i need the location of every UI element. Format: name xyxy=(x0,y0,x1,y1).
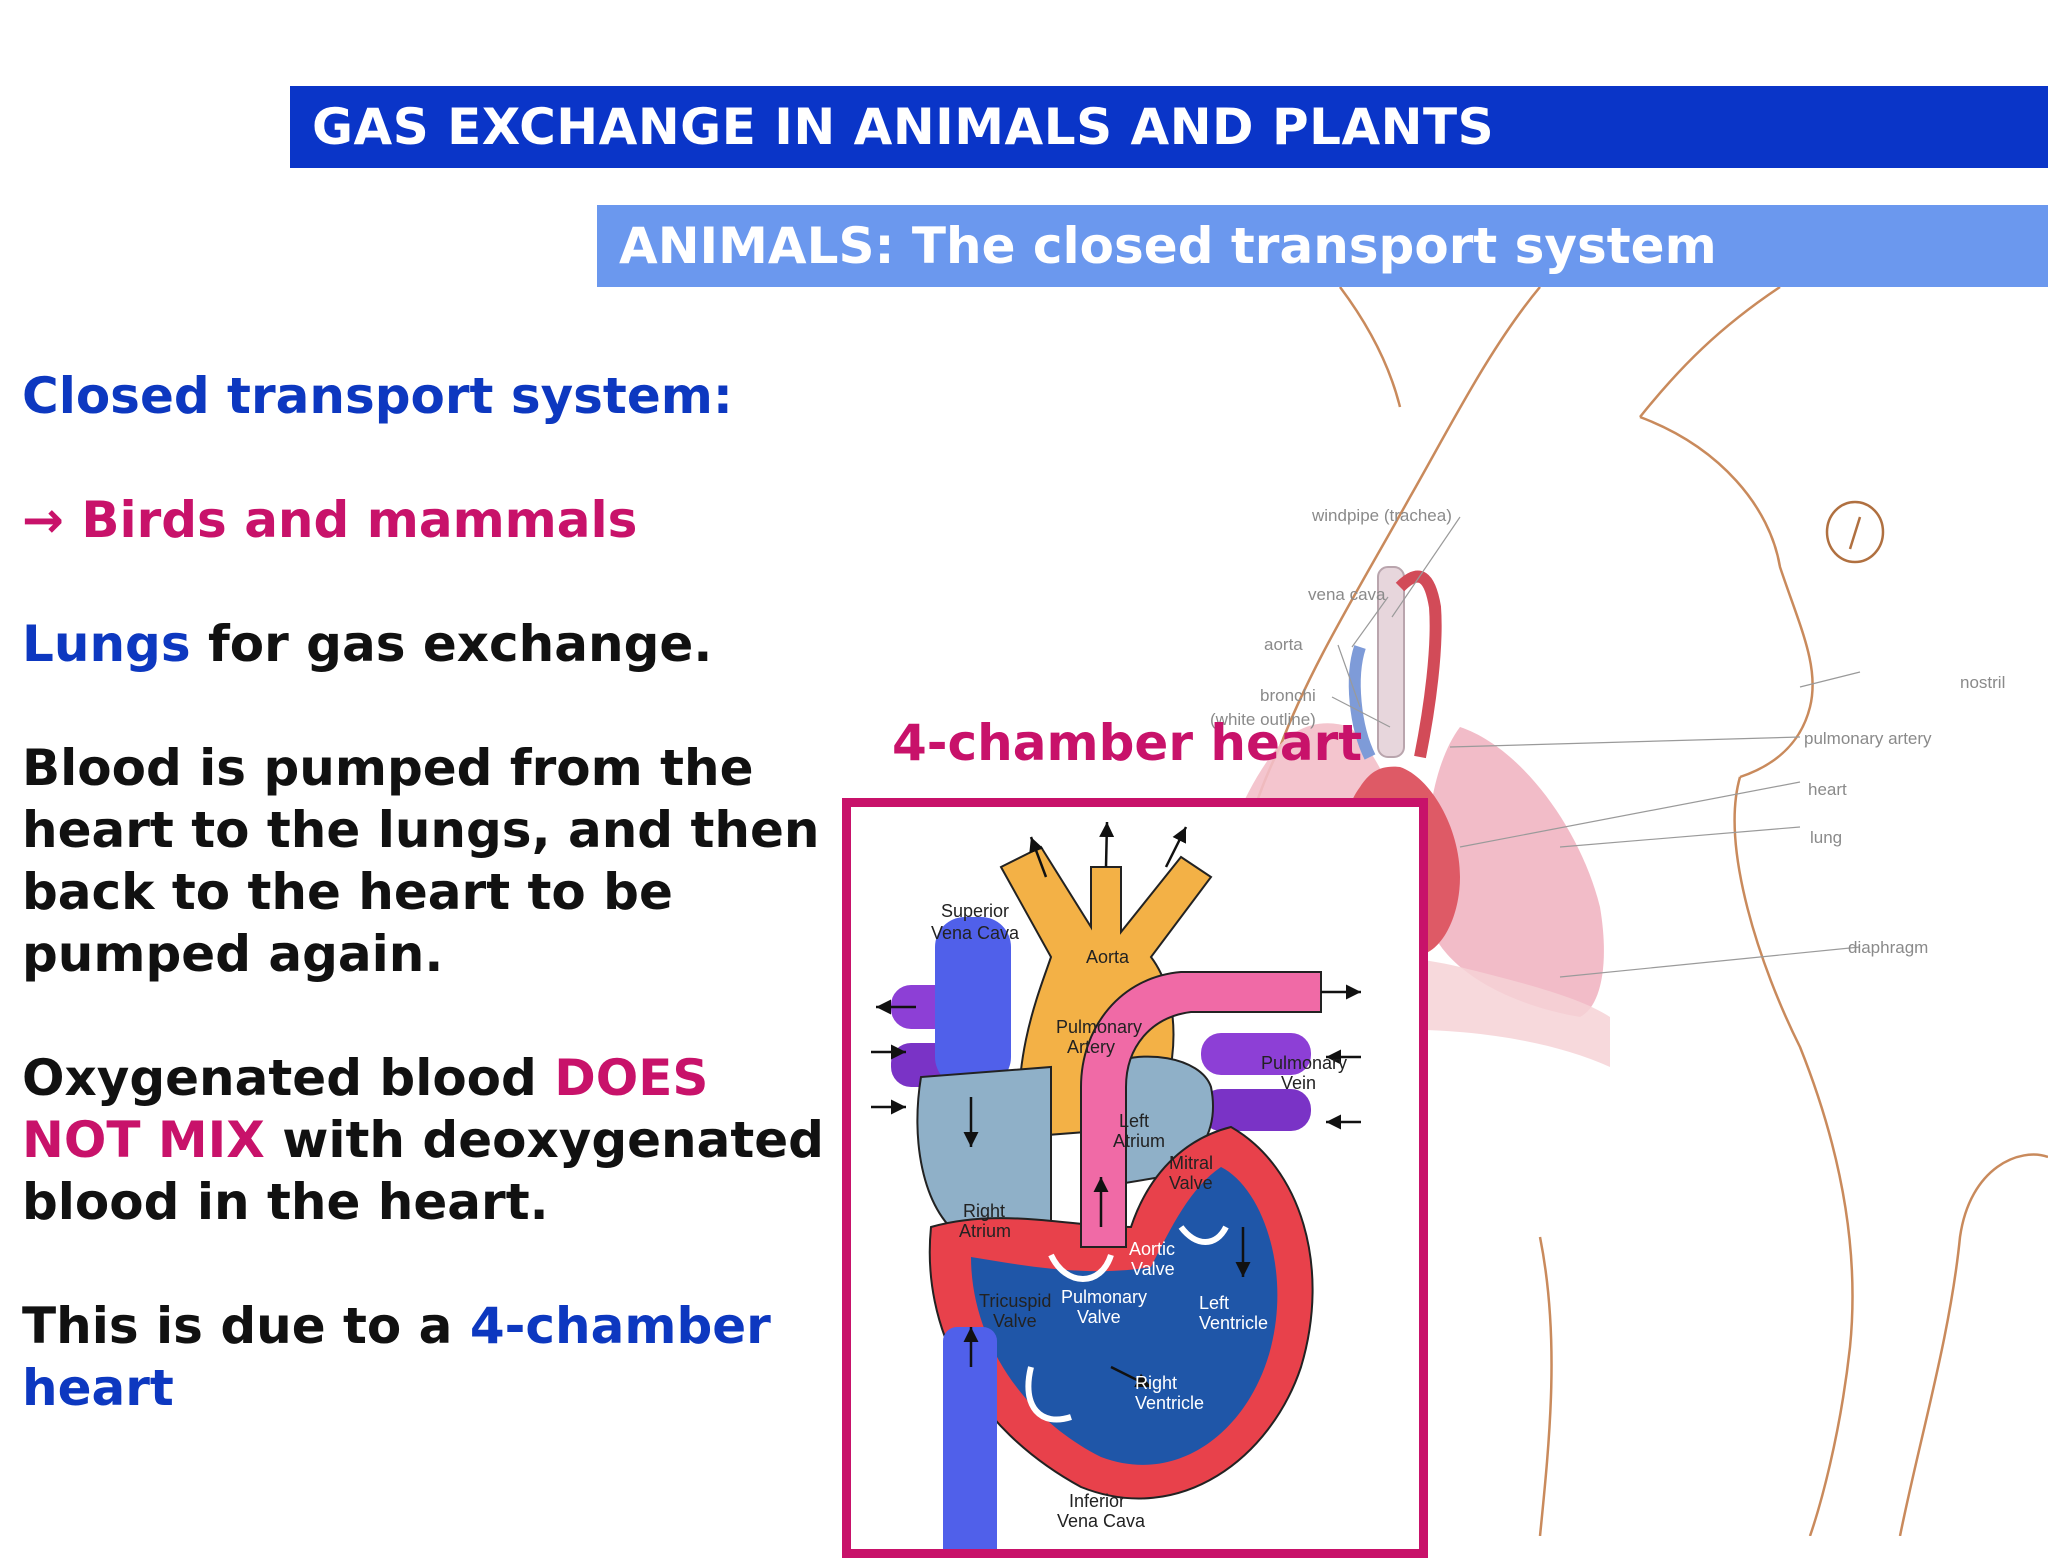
label-mitral-valve-2: Valve xyxy=(1169,1173,1213,1193)
cat-ear-left xyxy=(1338,287,1402,408)
pulmonary-vein-right-lower xyxy=(1201,1089,1311,1131)
cat-aorta xyxy=(1395,570,1442,759)
mix-line: Oxygenated blood DOES NOT MIX with deoxy… xyxy=(22,1047,832,1233)
examples-line: → Birds and mammals xyxy=(22,489,832,551)
label-right-ventricle-2: Ventricle xyxy=(1135,1393,1204,1413)
label-aortic-valve-1: Aortic xyxy=(1129,1239,1175,1259)
cat-back-outline xyxy=(1278,287,1541,748)
inferior-vena-cava xyxy=(943,1327,997,1549)
label-pulmonary-vein-2: Vein xyxy=(1281,1073,1316,1093)
blood-flow-text: Blood is pumped from the heart to the lu… xyxy=(22,739,820,983)
mix-part1: Oxygenated blood xyxy=(22,1049,555,1107)
cat-vena-cava xyxy=(1348,645,1376,760)
cat-face-outline xyxy=(1639,415,1814,779)
cat-label-diaphragm: diaphragm xyxy=(1848,938,1928,957)
mitral-valve-shape xyxy=(1178,1225,1229,1245)
cat-label-vena-cava: vena cava xyxy=(1308,585,1386,604)
pulmonary-vein-right-upper xyxy=(1201,1033,1311,1075)
subtitle-banner: ANIMALS: The closed transport system xyxy=(597,205,2048,287)
tricuspid-valve-shape xyxy=(1025,1366,1072,1423)
label-pulmonary-artery-2: Artery xyxy=(1067,1037,1115,1057)
lungs-word: Lungs xyxy=(22,615,191,673)
heart-caption: 4-chamber heart xyxy=(892,714,1363,772)
cat-label-lung: lung xyxy=(1810,828,1842,847)
label-right-atrium-1: Right xyxy=(963,1201,1005,1221)
label-right-atrium-2: Atrium xyxy=(959,1221,1011,1241)
cat-label-pulmonary-artery: pulmonary artery xyxy=(1804,729,1932,748)
title-banner: GAS EXCHANGE IN ANIMALS AND PLANTS xyxy=(290,86,2048,168)
label-left-ventricle-2: Ventricle xyxy=(1199,1313,1268,1333)
lungs-line: Lungs for gas exchange. xyxy=(22,613,832,675)
label-inferior-vena-cava-1: Inferior xyxy=(1069,1491,1125,1511)
cat-leg-line xyxy=(1538,1236,1553,1536)
arrow-icon: → xyxy=(22,491,64,549)
label-aorta: Aorta xyxy=(1086,947,1130,967)
cat-label-aorta: aorta xyxy=(1264,635,1303,654)
label-tricuspid-valve-2: Valve xyxy=(993,1311,1037,1331)
mix-part2: with deoxygenated blood in the heart. xyxy=(22,1111,824,1231)
cat-label-bronchi: bronchi xyxy=(1260,686,1316,705)
cat-pupil xyxy=(1848,516,1862,550)
label-pulmonary-valve-2: Valve xyxy=(1077,1307,1121,1327)
cat-ear-right xyxy=(1639,287,1781,418)
due-line: This is due to a 4-chamber heart xyxy=(22,1295,832,1419)
page-title: GAS EXCHANGE IN ANIMALS AND PLANTS xyxy=(312,98,1495,156)
label-mitral-valve-1: Mitral xyxy=(1169,1153,1213,1173)
label-left-atrium-1: Left xyxy=(1119,1111,1149,1131)
label-inferior-vena-cava-2: Vena Cava xyxy=(1057,1511,1146,1531)
heart-diagram: Superior Vena Cava Aorta Pulmonary Arter… xyxy=(871,821,1361,1549)
pulmonary-valve-shape xyxy=(1048,1253,1114,1282)
due-part1: This is due to a xyxy=(22,1297,470,1355)
label-left-atrium-2: Atrium xyxy=(1113,1131,1165,1151)
pulmonary-artery-shape xyxy=(1080,971,1322,1248)
cat-eye xyxy=(1825,500,1885,564)
examples-text: Birds and mammals xyxy=(81,491,638,549)
mix-highlight: DOES NOT MIX xyxy=(22,1049,709,1169)
cat-front-outline xyxy=(1733,776,1854,1536)
label-superior-vena-cava-1: Superior xyxy=(941,901,1009,921)
main-content: Closed transport system: → Birds and mam… xyxy=(22,365,832,1481)
label-pulmonary-vein-1: Pulmonary xyxy=(1261,1053,1347,1073)
cat-tail xyxy=(1898,1153,2048,1536)
label-pulmonary-artery-1: Pulmonary xyxy=(1056,1017,1142,1037)
label-superior-vena-cava-2: Vena Cava xyxy=(931,923,1020,943)
label-pulmonary-valve-1: Pulmonary xyxy=(1061,1287,1147,1307)
cat-label-heart: heart xyxy=(1808,780,1847,799)
due-highlight: 4-chamber heart xyxy=(22,1297,771,1417)
cat-label-white-outline: (white outline) xyxy=(1210,710,1316,729)
label-left-ventricle-1: Left xyxy=(1199,1293,1229,1313)
content-heading: Closed transport system: xyxy=(22,367,733,425)
cat-label-windpipe: windpipe (trachea) xyxy=(1311,506,1452,525)
cat-trachea xyxy=(1377,566,1405,758)
lungs-rest: for gas exchange. xyxy=(190,615,713,673)
cat-label-nostril: nostril xyxy=(1960,673,2005,692)
label-right-ventricle-1: Right xyxy=(1135,1373,1177,1393)
label-tricuspid-valve-1: Tricuspid xyxy=(979,1291,1051,1311)
superior-vena-cava xyxy=(935,917,1011,1087)
heart-diagram-frame: Superior Vena Cava Aorta Pulmonary Arter… xyxy=(842,798,1428,1558)
label-aortic-valve-2: Valve xyxy=(1131,1259,1175,1279)
page-subtitle: ANIMALS: The closed transport system xyxy=(619,217,1717,275)
cat-lung-right xyxy=(1426,727,1604,1017)
